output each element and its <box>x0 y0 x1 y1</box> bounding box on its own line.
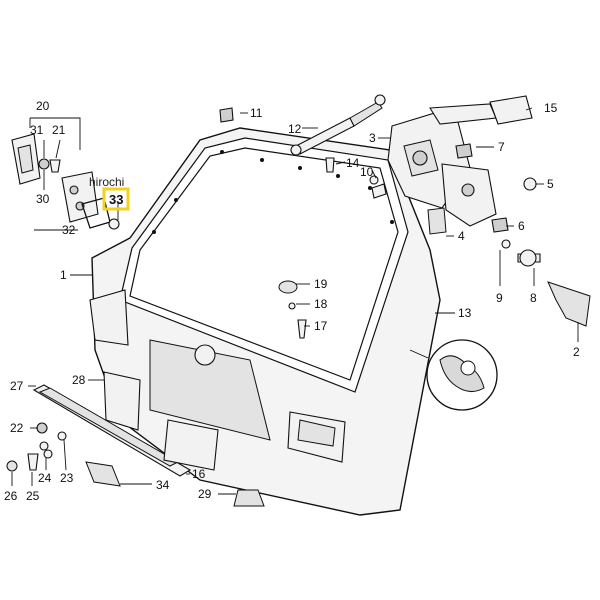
callout-31: 31 <box>30 123 44 137</box>
callout-12: 12 <box>288 122 302 136</box>
callout-14: 14 <box>346 156 360 170</box>
callout-21: 21 <box>52 123 66 137</box>
callout-11: 11 <box>250 106 263 120</box>
callout-1: 1 <box>60 268 67 282</box>
callout-16: 16 <box>192 467 206 481</box>
callout-10: 10 <box>360 165 374 179</box>
center-small-parts <box>278 280 307 339</box>
callout-34: 34 <box>156 478 170 492</box>
callout-25: 25 <box>26 489 40 503</box>
callout-30: 30 <box>36 192 50 206</box>
callout-26: 26 <box>4 489 18 503</box>
callout-24: 24 <box>38 471 52 485</box>
callout-22: 22 <box>10 421 24 435</box>
callout-13: 13 <box>458 306 472 320</box>
left-hinge-assembly <box>11 117 120 230</box>
callout-4: 4 <box>458 229 465 243</box>
callout-15: 15 <box>544 101 558 115</box>
tailgate-panel <box>89 127 498 516</box>
callout-20: 20 <box>36 99 50 113</box>
callout-27: 27 <box>10 379 24 393</box>
callout-18: 18 <box>314 297 328 311</box>
callout-32: 32 <box>62 223 76 237</box>
callout-8: 8 <box>530 291 537 305</box>
callout-5: 5 <box>547 177 554 191</box>
callout-28: 28 <box>72 373 86 387</box>
callout-9: 9 <box>496 291 503 305</box>
callout-19: 19 <box>314 277 328 291</box>
callout-7: 7 <box>498 140 505 154</box>
callout-3: 3 <box>369 131 376 145</box>
right-hinge-assembly <box>369 95 591 327</box>
callout-17: 17 <box>314 319 328 333</box>
watermark-text: hirochi <box>89 175 124 189</box>
callout-2: 2 <box>573 345 580 359</box>
gas-strut-group <box>219 94 386 173</box>
callout-33: 33 <box>109 192 123 207</box>
callout-labels: 1 2 3 4 5 6 7 8 9 10 11 12 13 14 15 16 1… <box>4 99 580 503</box>
lower-trim-group <box>6 371 265 507</box>
callout-23: 23 <box>60 471 74 485</box>
callout-29: 29 <box>198 487 212 501</box>
highlight-box <box>102 187 130 211</box>
callout-6: 6 <box>518 219 525 233</box>
leader-lines <box>11 107 579 495</box>
